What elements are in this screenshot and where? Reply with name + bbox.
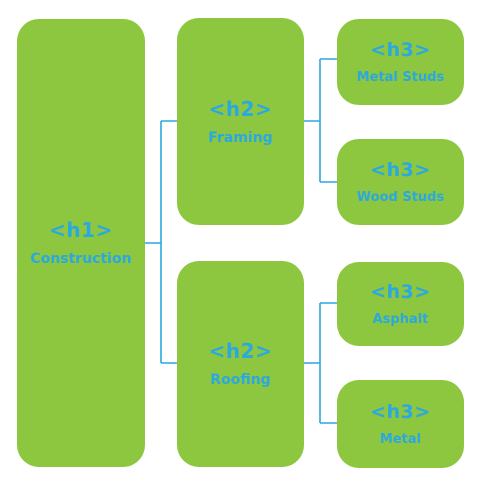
node-label: Roofing [210,372,271,388]
node-metal: <h3> Metal [337,380,464,468]
node-label: Wood Studs [356,189,445,205]
node-tag: <h3> [370,400,431,423]
node-label: Metal Studs [356,69,445,85]
node-tag: <h3> [370,38,431,61]
connector-framing-to-h3 [304,58,337,183]
node-tag: <h3> [370,158,431,181]
node-roofing: <h2> Roofing [177,261,304,467]
connector-construction-to-h2 [145,120,177,364]
node-tag: <h1> [49,218,113,242]
node-wood-studs: <h3> Wood Studs [337,139,464,225]
node-label: Construction [30,251,132,267]
node-tag: <h2> [208,339,273,363]
node-tag: <h3> [370,280,431,303]
node-framing: <h2> Framing [177,18,304,225]
node-label: Metal [379,431,422,447]
node-construction: <h1> Construction [17,19,145,467]
node-label: Asphalt [372,311,429,327]
node-asphalt: <h3> Asphalt [337,262,464,346]
node-metal-studs: <h3> Metal Studs [337,19,464,105]
connector-roofing-to-h3 [304,302,337,424]
node-tag: <h2> [208,96,273,121]
node-label: Framing [208,129,273,146]
